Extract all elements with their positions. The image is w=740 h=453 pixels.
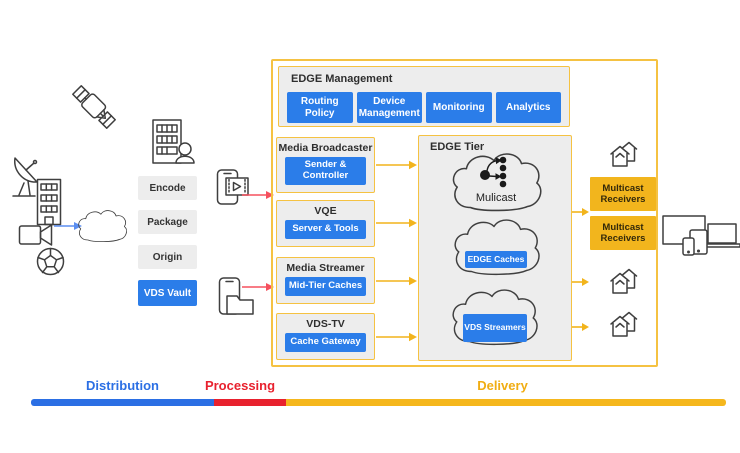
house-icon: [610, 311, 638, 337]
building-icon: [36, 178, 62, 226]
pipeline-box-vqe: VQE Server & Tools: [276, 200, 375, 247]
source-step-label: VDS Vault: [143, 287, 192, 299]
flow-arrow-yellow: [572, 278, 589, 286]
receiver-label: Multicast Receivers: [600, 221, 646, 244]
vds-streamers-cloud: VDS Streamers: [445, 282, 543, 352]
multicast-icon: [480, 156, 507, 188]
processing-arrow-red: [242, 191, 274, 199]
node-device-management: Device Management: [356, 92, 422, 123]
multicast-receivers-box: Multicast Receivers: [590, 216, 656, 250]
source-step-vds-vault: VDS Vault: [138, 280, 197, 306]
edge-management-title: EDGE Management: [291, 73, 393, 85]
edge-caches-cloud: EDGE Caches: [447, 214, 545, 280]
source-step-package: Package: [138, 210, 197, 234]
house-icon: [610, 141, 638, 167]
source-step-label: Origin: [152, 251, 183, 263]
stage-label-delivery: Delivery: [477, 378, 528, 393]
node-mid-tier-caches: Mid-Tier Caches: [285, 277, 366, 296]
processing-arrow-red: [242, 283, 274, 291]
pipeline-title: Media Streamer: [286, 262, 365, 274]
cloud-shape: [452, 153, 542, 212]
flow-arrow-yellow: [376, 276, 417, 286]
broadcast-building-icon: [152, 119, 195, 164]
pipeline-title: Media Broadcaster: [278, 142, 373, 154]
pipeline-box-media-broadcaster: Media Broadcaster Sender & Controller: [276, 137, 375, 193]
house-icon: [610, 268, 638, 294]
delivery-container: [271, 59, 658, 367]
pipeline-title: VQE: [314, 205, 337, 217]
pipeline-box-vds-tv: VDS-TV Cache Gateway: [276, 313, 375, 360]
node-server-tools: Server & Tools: [285, 220, 366, 239]
node-cache-gateway: Cache Gateway: [285, 333, 366, 352]
edge-tier-panel: EDGE Tier Mulicast: [418, 135, 572, 361]
node-monitoring: Monitoring: [426, 92, 492, 123]
source-step-origin: Origin: [138, 245, 197, 269]
cloud-shape: [454, 219, 540, 276]
multicast-cloud-label: Mulicast: [475, 192, 517, 204]
node-routing-policy: Routing Policy: [287, 92, 353, 123]
phone-media-icon: [216, 169, 249, 205]
devices-icon: [662, 215, 740, 256]
source-step-label: Package: [147, 216, 188, 228]
stage-label-processing: Processing: [204, 378, 276, 393]
node-vds-streamers: VDS Streamers: [463, 314, 527, 342]
flow-arrow-yellow: [376, 160, 417, 170]
satellite-icon: [72, 85, 116, 129]
stage-bar-processing: [214, 399, 286, 406]
pipeline-title: VDS-TV: [306, 318, 345, 330]
soccer-ball-icon: [36, 247, 65, 276]
ingest-arrow-blue: [54, 222, 82, 230]
multicast-cloud: Mulicast: [445, 148, 547, 216]
stage-label-distribution: Distribution: [86, 378, 159, 393]
edge-tier-title: EDGE Tier: [430, 141, 485, 153]
cloud-icon: [78, 210, 127, 243]
source-step-label: Encode: [149, 182, 186, 194]
flow-arrow-yellow: [572, 323, 589, 331]
receiver-label: Multicast Receivers: [600, 182, 646, 205]
stage-bar-delivery: [286, 399, 726, 406]
stage-bar-distribution: [31, 399, 214, 406]
video-camera-icon: [18, 224, 53, 246]
flow-arrow-yellow: [376, 218, 417, 228]
cloud-shape: [452, 289, 538, 346]
phone-folder-icon: [218, 277, 254, 315]
node-sender-controller: Sender & Controller: [285, 157, 366, 185]
flow-arrow-yellow: [376, 332, 417, 342]
satellite-dish-icon: [12, 157, 38, 197]
pipeline-box-media-streamer: Media Streamer Mid-Tier Caches: [276, 257, 375, 304]
source-step-encode: Encode: [138, 176, 197, 200]
edge-management-panel: EDGE Management Routing Policy Device Ma…: [278, 66, 570, 127]
flow-arrow-yellow: [572, 208, 589, 216]
node-analytics: Analytics: [495, 92, 561, 123]
node-edge-caches: EDGE Caches: [465, 251, 527, 268]
multicast-receivers-box: Multicast Receivers: [590, 177, 656, 211]
